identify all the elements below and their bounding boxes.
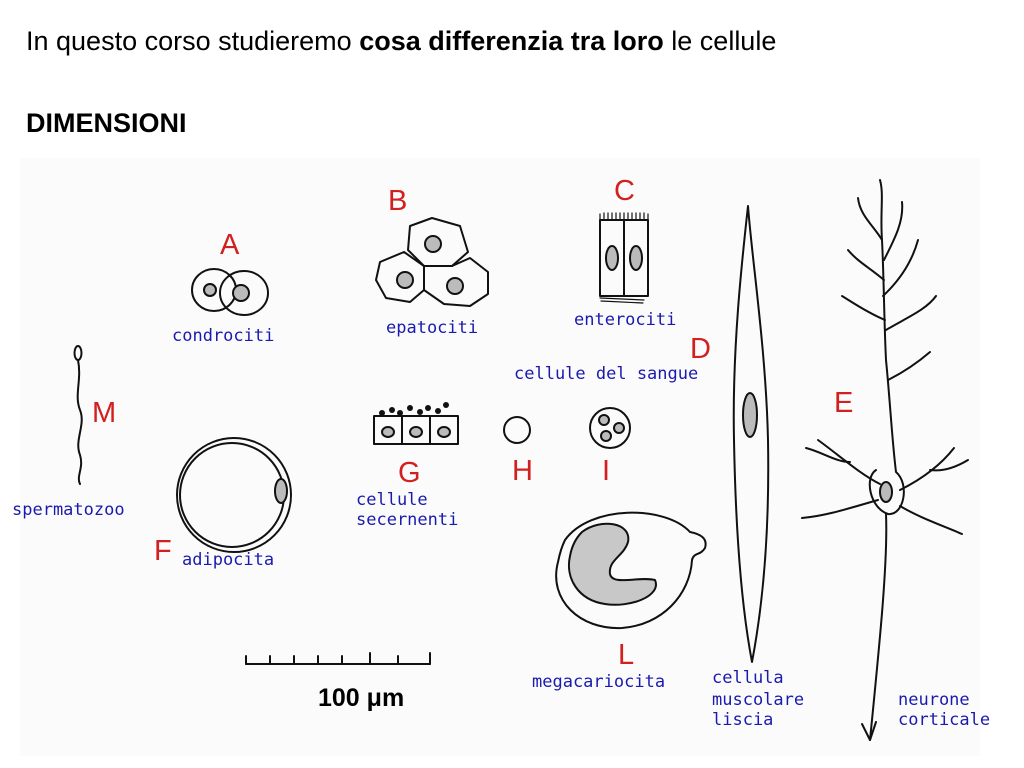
cortical-neuron-drawing <box>801 179 969 741</box>
secretory-cells-drawing <box>373 402 459 445</box>
slide-title: In questo corso studieremo cosa differen… <box>26 26 776 57</box>
caption-adipocita: adipocita <box>182 550 275 570</box>
adipocyte-drawing <box>176 437 292 553</box>
title-prefix: In questo corso studieremo <box>26 26 360 56</box>
caption-epatociti: epatociti <box>386 318 479 338</box>
chondrocyte-drawing <box>191 268 269 316</box>
letter-b: B <box>388 185 408 217</box>
letter-d: D <box>690 333 711 365</box>
letter-c: C <box>614 175 635 207</box>
caption-megacariocita: megacariocita <box>532 672 666 692</box>
caption-muscolare-2: muscolare <box>712 690 805 710</box>
letter-g: G <box>398 457 421 489</box>
spermatozoon-drawing <box>73 345 83 485</box>
megakaryocyte-drawing <box>555 511 707 630</box>
letter-a: A <box>220 229 240 261</box>
caption-cellule-sangue: cellule del sangue <box>514 364 699 384</box>
scale-bar-label: 100 μm <box>318 684 405 712</box>
cell-size-figure <box>20 158 980 756</box>
letter-m: M <box>92 397 117 429</box>
smooth-muscle-cell-drawing <box>732 205 770 663</box>
caption-cellule-secernenti-1: cellule <box>356 490 428 510</box>
caption-neurone-2: corticale <box>898 710 991 730</box>
letter-i: I <box>602 455 611 487</box>
title-bold: cosa differenzia tra loro <box>359 26 664 56</box>
letter-h: H <box>512 455 533 487</box>
caption-cellule-secernenti-2: secernenti <box>356 510 459 530</box>
scale-bar <box>245 652 431 665</box>
letter-e: E <box>834 387 854 419</box>
caption-muscolare-3: liscia <box>712 710 774 730</box>
leukocyte-drawing <box>589 407 631 449</box>
caption-spermatozoo: spermatozoo <box>12 500 125 520</box>
caption-neurone-1: neurone <box>898 690 970 710</box>
caption-muscolare-1: cellula <box>712 668 784 688</box>
red-blood-cell-drawing <box>503 416 531 444</box>
hepatocyte-drawing <box>375 217 489 307</box>
caption-enterociti: enterociti <box>574 310 677 330</box>
title-suffix: le cellule <box>663 26 777 56</box>
caption-condrociti: condrociti <box>172 326 275 346</box>
letter-l: L <box>618 639 635 671</box>
section-heading: DIMENSIONI <box>26 108 187 138</box>
enterocyte-drawing <box>599 212 649 304</box>
letter-f: F <box>154 535 172 567</box>
